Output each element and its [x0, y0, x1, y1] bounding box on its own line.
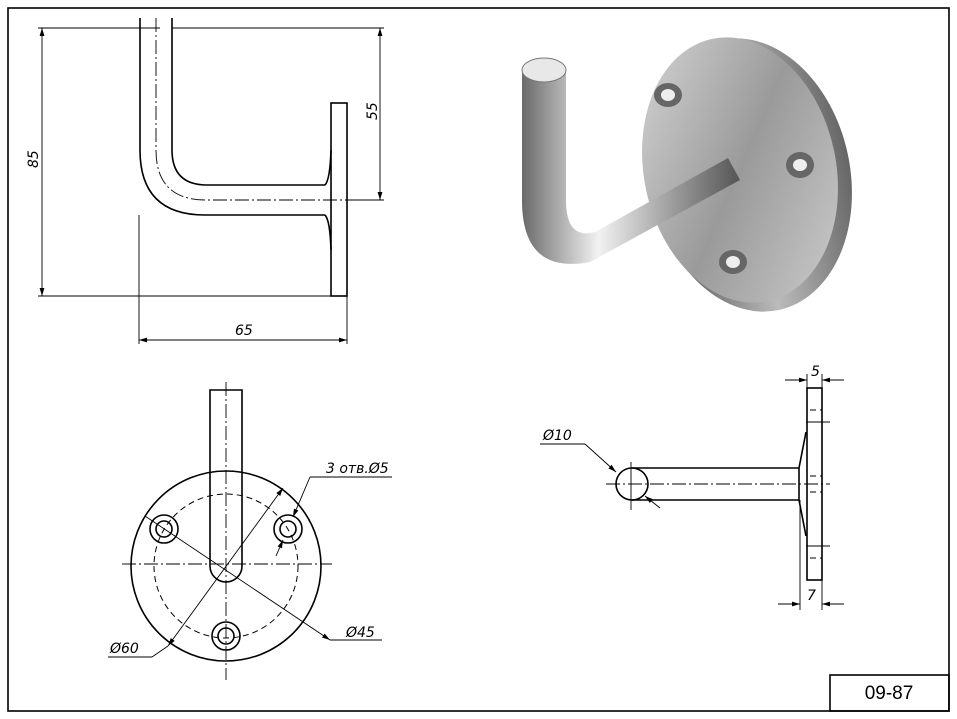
dim-outer-diameter: Ø60	[109, 641, 139, 657]
isometric-render	[521, 37, 852, 312]
drawing-code: 09-87	[865, 683, 914, 704]
drawing-frame	[7, 7, 950, 712]
dim-plate-thickness: 5	[811, 364, 820, 380]
dim-tube-diameter: Ø10	[542, 428, 572, 444]
dim-85: 85	[26, 150, 42, 168]
title-block: 09-87	[829, 674, 950, 712]
front-view: 85 55 65	[26, 18, 384, 344]
dim-bolt-circle: Ø45	[345, 625, 375, 641]
dim-55: 55	[365, 102, 381, 120]
dim-65: 65	[235, 323, 253, 339]
side-view: 5 7 Ø10	[540, 364, 844, 610]
dim-holes: 3 отв.Ø5	[326, 461, 389, 477]
plan-view: Ø45 Ø60 3 отв.Ø5	[108, 382, 392, 680]
dim-total-thickness: 7	[807, 588, 816, 604]
